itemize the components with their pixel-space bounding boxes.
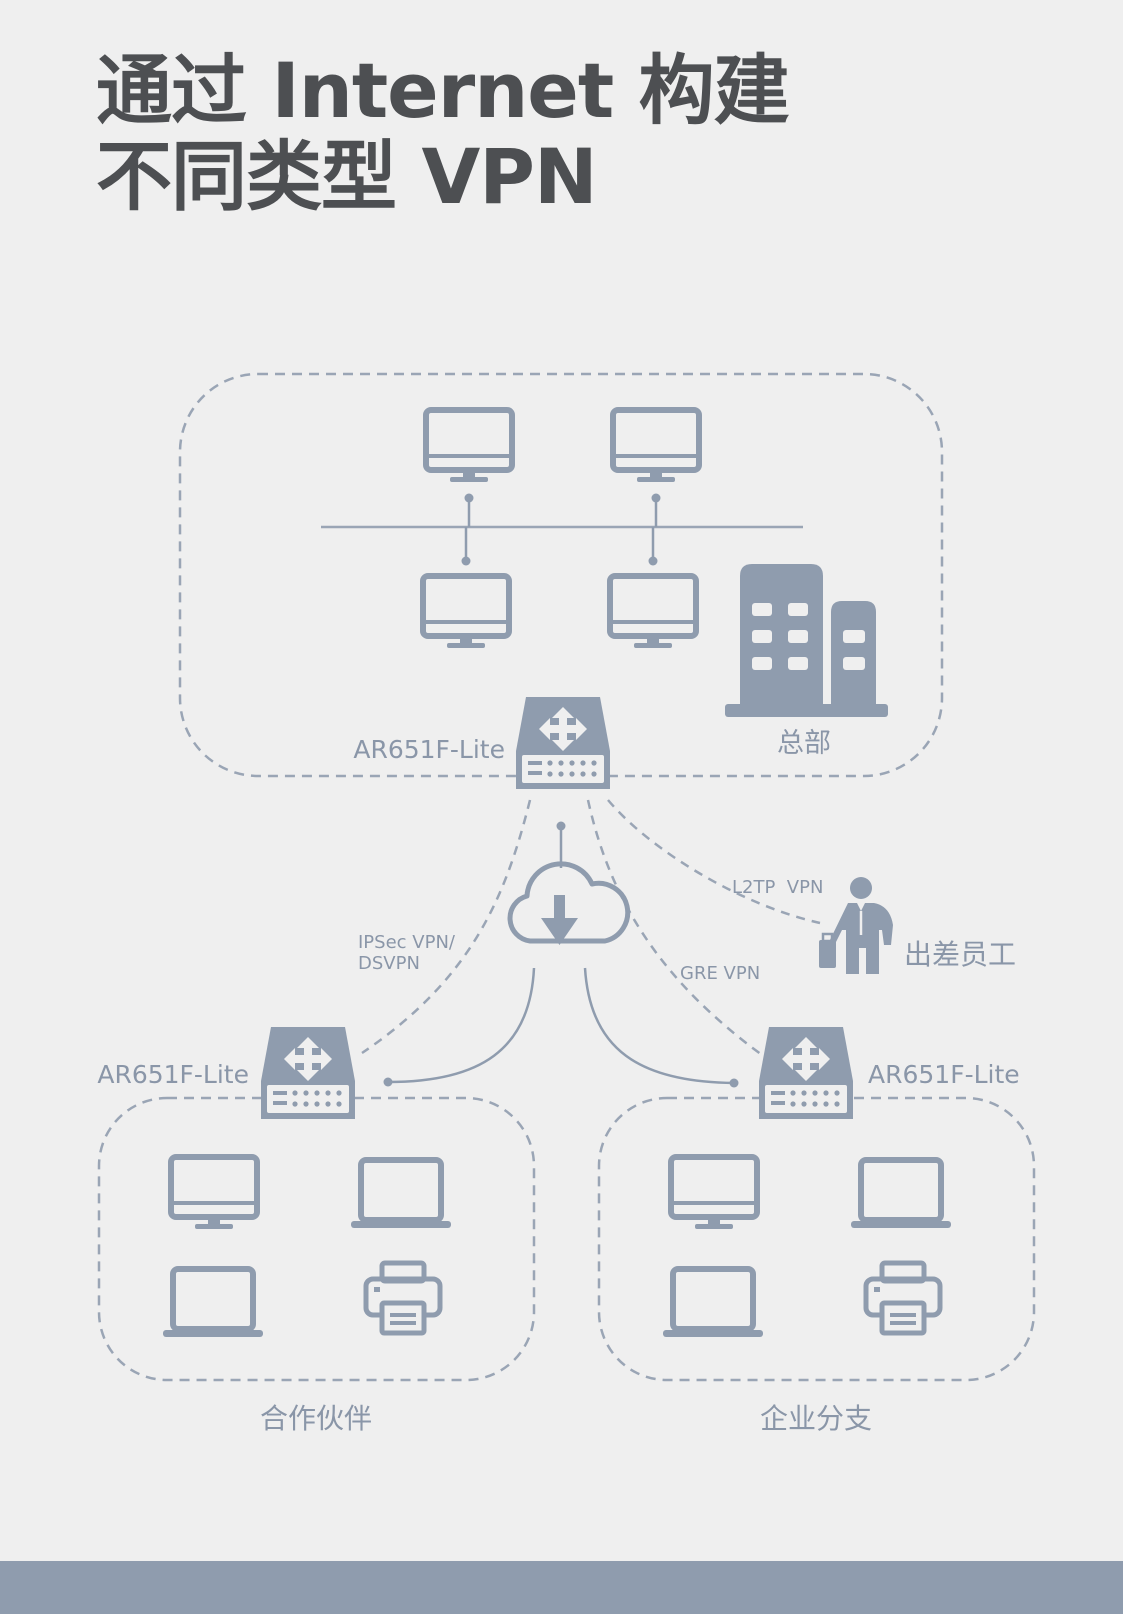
vpn-label-branch: GRE VPN: [680, 963, 760, 984]
title-line-2: 不同类型 VPN: [96, 132, 598, 221]
title-line-1: 通过 Internet 构建: [96, 46, 790, 135]
partner-label: 合作伙伴: [260, 1402, 372, 1435]
partner-laptop-icon-2: [163, 1269, 263, 1337]
partner-printer-icon: [366, 1263, 440, 1333]
connection-lines: [361, 799, 821, 1088]
hq-router-icon: [516, 697, 610, 789]
vpn-label-traveler: L2TP VPN: [732, 877, 823, 898]
partner-zone: 合作伙伴 AR651F-Lite: [97, 1027, 536, 1435]
branch-router-label: AR651F-Lite: [868, 1060, 1020, 1089]
branch-zone: 企业分支 AR651F-Lite: [597, 1027, 1036, 1435]
branch-router-icon: [759, 1027, 853, 1119]
hq-monitor-icon-4: [610, 576, 696, 648]
business-traveler-icon: [819, 877, 893, 974]
branch-laptop-icon-1: [851, 1160, 951, 1228]
branch-label: 企业分支: [760, 1402, 872, 1435]
vpn-label-partner-line1: IPSec VPN/: [358, 932, 456, 953]
hq-router-label: AR651F-Lite: [353, 735, 505, 764]
partner-laptop-icon-1: [351, 1160, 451, 1228]
partner-monitor-icon: [171, 1157, 257, 1229]
branch-laptop-icon-2: [663, 1269, 763, 1337]
branch-printer-icon: [866, 1263, 940, 1333]
partner-router-icon: [261, 1027, 355, 1119]
hq-monitor-icon-3: [423, 576, 509, 648]
building-icon: [725, 564, 888, 717]
cloud-download-icon: [507, 861, 631, 945]
partner-router-label: AR651F-Lite: [97, 1060, 249, 1089]
headquarters-zone: 总部 AR651F-Lite: [178, 372, 944, 789]
hq-monitor-icon-2: [613, 410, 699, 482]
bottom-band: [0, 1561, 1123, 1614]
hq-monitor-icon-1: [426, 410, 512, 482]
traveler-label: 出差员工: [904, 938, 1016, 971]
hq-label: 总部: [777, 728, 831, 759]
page-title: 通过 Internet 构建 不同类型 VPN: [96, 46, 790, 221]
branch-monitor-icon: [671, 1157, 757, 1229]
vpn-label-partner-line2: DSVPN: [358, 953, 420, 974]
